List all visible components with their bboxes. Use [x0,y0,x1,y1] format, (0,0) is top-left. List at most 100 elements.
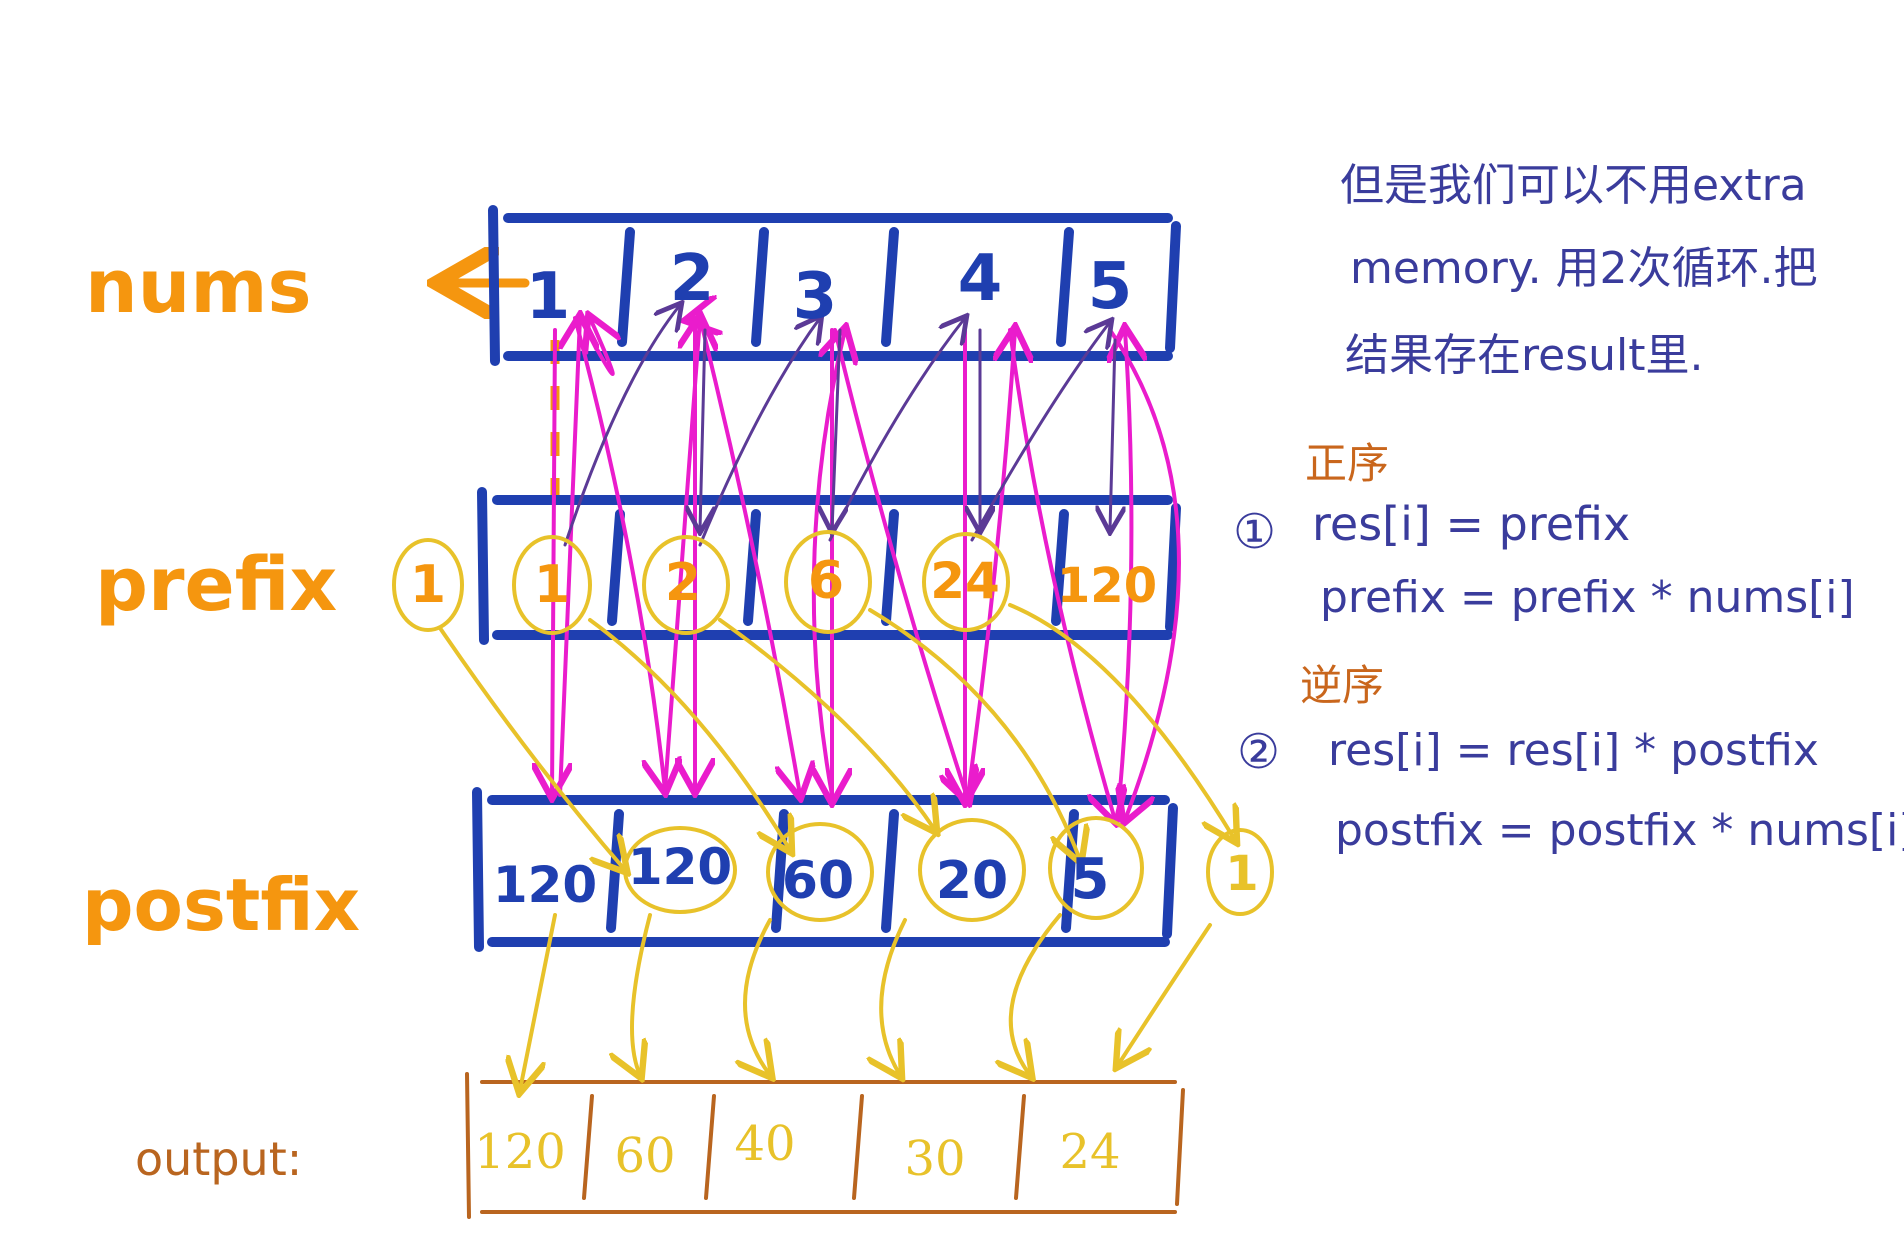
flow-arrow [632,913,652,1075]
postfix-cell: 120 [493,856,597,914]
flow-arrow [520,913,557,1090]
frame-divider [607,509,625,626]
frame-divider [704,1094,716,1200]
flow-arrow [745,918,770,1075]
flow-arrow [966,330,1015,797]
postfix-label: postfix [82,863,360,947]
highlight-circle [766,822,874,922]
frame-divider [743,509,761,626]
intro-line: 但是我们可以不用extra [1340,160,1807,211]
flow-arrow [881,918,907,1075]
backward-marker: ② [1237,724,1280,780]
output-cell: 40 [734,1116,795,1172]
flow-arrow [868,608,1080,860]
frame-divider [617,227,635,347]
flow-arrow [563,305,680,547]
nums-label: nums [85,244,312,330]
nums-cell: 5 [1088,250,1133,324]
postfix-cell: 20 [936,851,1008,911]
prefix-cell: 1 [534,555,570,615]
nums-cell: 3 [793,260,838,334]
flow-arrow [1118,923,1212,1065]
output-cell: 24 [1059,1124,1120,1180]
highlight-circle [1206,828,1274,916]
highlight-circle [922,532,1010,632]
flow-arrow [558,318,580,797]
prefix-cell: 120 [1057,558,1157,614]
prefix-outside-value: 1 [410,555,446,615]
frame-left-edge [465,1072,471,1219]
nums-cell: 2 [670,242,715,316]
output-cell: 30 [904,1131,965,1187]
output-label: output: [135,1132,302,1186]
yellow-arrows [438,603,1235,1090]
flow-arrow [1120,330,1131,792]
flow-arrow [698,316,800,795]
flow-arrow [588,618,790,850]
flow-arrow [1110,338,1115,530]
frame-divider [1014,1094,1026,1200]
intro-line: memory. 用2次循环.把 [1350,243,1818,294]
frame-left-edge [477,487,489,645]
flow-arrow [970,322,1110,542]
highlight-circle [392,538,464,632]
nums-cells: 1 2 3 4 5 [526,242,1133,334]
postfix-cell: 60 [782,851,854,911]
flow-arrow [828,318,965,542]
highlight-circle [642,535,730,635]
postfix-cells: 120 120 60 20 5 1 [493,838,1259,914]
flow-arrow [438,626,625,870]
flow-arrow [1008,328,1115,820]
frame-right-edge [1162,803,1178,939]
output-cell: 120 [474,1124,566,1180]
frame-divider [606,809,624,933]
forward-line: prefix = prefix * nums[i] [1320,572,1855,623]
flow-arrow [718,618,935,830]
highlight-circle [918,818,1026,922]
flow-arrow [573,316,665,790]
postfix-outside-value: 1 [1225,846,1258,902]
highlight-circles [392,530,1274,922]
highlight-circle [623,826,737,914]
frame-divider [881,809,899,933]
prefix-cell: 6 [808,551,844,611]
nums-cell: 1 [526,260,571,334]
frame-right-edge [1175,1088,1185,1206]
magenta-arrows [552,316,1181,820]
frame-divider [751,227,769,347]
backward-line: postfix = postfix * nums[i] [1335,805,1904,856]
flow-arrow [811,330,845,797]
output-cells: 120 60 40 30 24 [474,1116,1120,1187]
output-cell: 60 [614,1128,675,1184]
prefix-cells: 1 1 2 6 24 120 [410,551,1157,615]
flow-arrow [1011,913,1062,1075]
forward-marker: ① [1233,504,1276,560]
nums-cell: 4 [958,242,1003,316]
flow-arrow [578,318,613,376]
backward-line: res[i] = res[i] * postfix [1328,725,1819,776]
flow-arrow [552,328,555,795]
forward-heading: 正序 [1305,439,1389,488]
postfix-cell: 5 [1071,847,1110,912]
frame-divider [852,1094,864,1200]
flow-arrow [663,318,700,792]
flow-arrow [1108,328,1181,820]
output-array-frame [465,1072,1185,1219]
highlight-circle [1048,816,1144,920]
postfix-cell: 120 [628,838,732,896]
forward-line: res[i] = prefix [1312,497,1630,551]
frame-left-edge [472,787,484,952]
frame-right-edge [1165,503,1181,632]
prefix-cell: 2 [665,553,701,613]
flow-arrow [832,328,840,530]
prefix-cell: 24 [930,552,1000,610]
prefix-label: prefix [95,542,337,628]
frame-divider [1056,227,1074,347]
frame-left-edge [488,205,500,366]
flow-arrow [833,328,968,800]
frame-divider [582,1094,594,1200]
notes-panel: 但是我们可以不用extra memory. 用2次循环.把 结果存在result… [1233,160,1904,856]
frame-right-edge [1165,221,1181,353]
